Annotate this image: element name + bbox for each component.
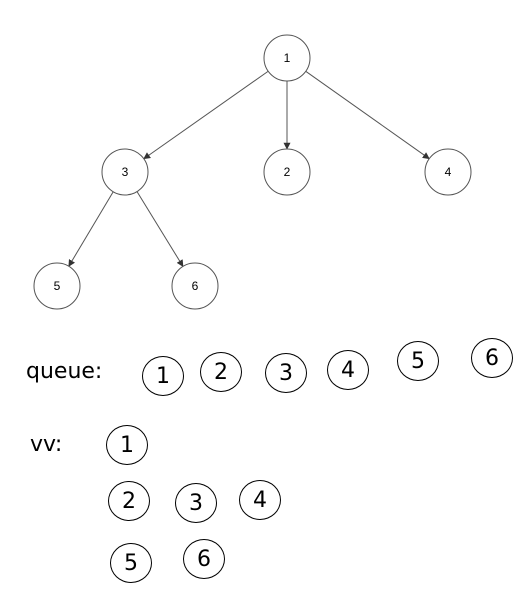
tree-node-label: 6 xyxy=(192,279,199,293)
tree-node-label: 5 xyxy=(54,279,61,293)
queue-item: 4 xyxy=(327,350,369,390)
vv-item: 6 xyxy=(183,539,225,579)
tree-node-circle xyxy=(101,148,149,196)
tree-edge-3-5 xyxy=(68,191,114,267)
tree-nodes: 1 3 2 4 5 6 xyxy=(33,34,472,310)
vv-item: 4 xyxy=(239,480,281,520)
tree-node-label: 2 xyxy=(284,165,291,179)
queue-item: 5 xyxy=(397,341,439,381)
tree-node-circle xyxy=(33,262,81,310)
queue-item: 2 xyxy=(200,352,242,392)
tree-node-label: 1 xyxy=(284,51,291,65)
vv-item: 5 xyxy=(110,543,152,583)
queue-item: 3 xyxy=(265,353,307,393)
tree-node-6: 6 xyxy=(171,262,219,310)
tree-node-label: 4 xyxy=(445,165,452,179)
tree-edge-1-4 xyxy=(305,70,430,160)
tree-node-5: 5 xyxy=(33,262,81,310)
tree-node-circle xyxy=(263,34,311,82)
tree-node-circle xyxy=(263,148,311,196)
tree-node-1: 1 xyxy=(263,34,311,82)
vv-item: 2 xyxy=(108,481,150,521)
tree-node-circle xyxy=(171,262,219,310)
tree-node-2: 2 xyxy=(263,148,311,196)
tree-node-4: 4 xyxy=(424,148,472,196)
tree-node-label: 3 xyxy=(122,165,129,179)
tree-edge-3-6 xyxy=(136,191,184,267)
tree-node-circle xyxy=(424,148,472,196)
tree-node-3: 3 xyxy=(101,148,149,196)
queue-label: queue: xyxy=(26,359,103,384)
vv-label: vv: xyxy=(30,432,63,457)
vv-item: 1 xyxy=(106,425,148,465)
tree-edge-1-3 xyxy=(143,70,269,160)
queue-item: 1 xyxy=(142,356,184,396)
vv-item: 3 xyxy=(175,483,217,523)
queue-item: 6 xyxy=(471,338,513,378)
tree-edges xyxy=(68,70,430,267)
